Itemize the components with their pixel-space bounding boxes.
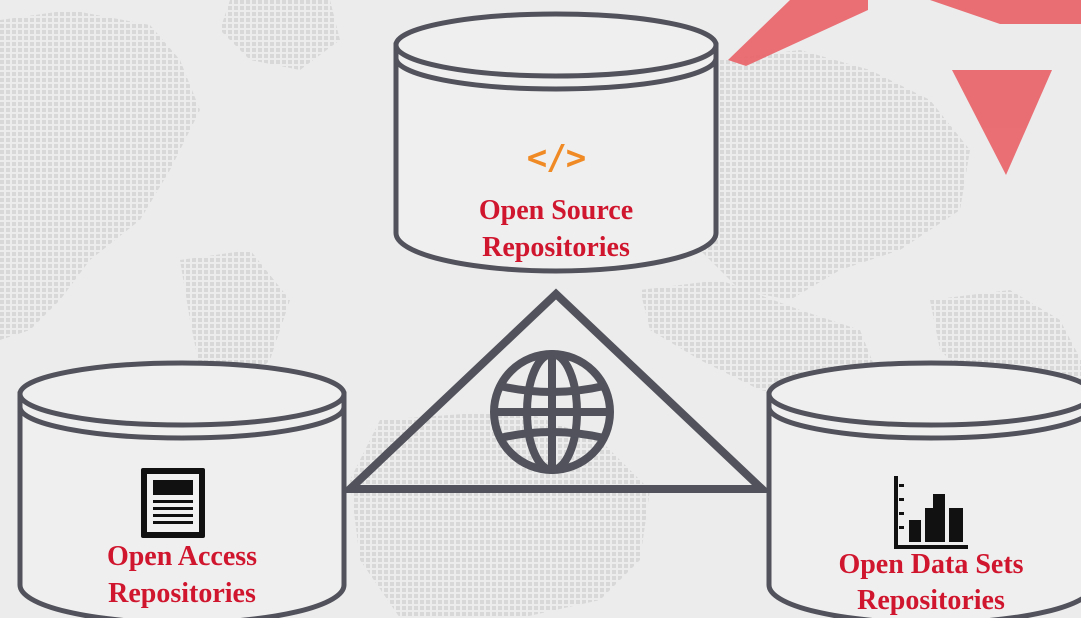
label-open-data-line2: Repositories [857,585,1005,616]
label-open-access: Open Access Repositories [22,538,342,612]
label-open-access-line1: Open Access [106,541,258,572]
bar-chart-icon [894,476,968,549]
globe-icon [490,350,614,474]
label-open-access-line2: Repositories [108,578,256,609]
label-open-source: Open Source Repositories [400,192,712,266]
label-open-data-line1: Open Data Sets [838,549,1024,580]
code-icon: </> [526,138,586,178]
document-icon [141,468,205,538]
label-open-source-line2: Repositories [482,232,630,263]
connector-triangle [339,288,773,493]
cylinder-open-data [766,360,1081,618]
red-accent-shapes [728,0,1081,175]
label-open-source-line1: Open Source [478,195,634,226]
cylinder-open-source [393,11,719,274]
label-open-data: Open Data Sets Repositories [771,547,1081,618]
